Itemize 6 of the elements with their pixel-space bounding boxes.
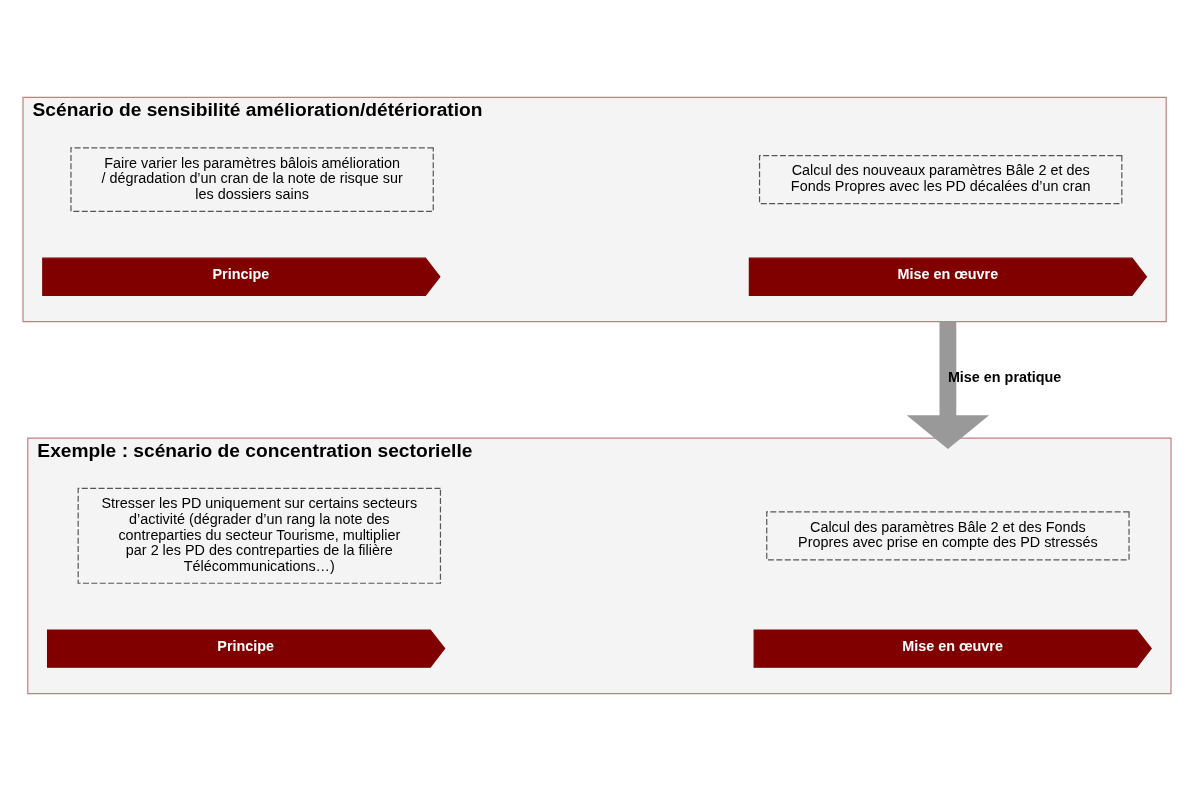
node-box: Calcul des nouveaux paramètres Bâle 2 et des Fonds Propres avec les PD décalées d’un cran bbox=[758, 155, 1123, 205]
node-box: Faire varier les paramètres bâlois amélioration / dégradation d’un cran de la note de risque sur les dossiers sains bbox=[70, 147, 434, 212]
node-box: Calcul des paramètres Bâle 2 et des Fonds Propres avec prise en compte des PD stressés bbox=[766, 511, 1130, 561]
arrow bbox=[906, 321, 990, 449]
node-box: Stresser les PD uniquement sur certains secteurs d’activité (dégrader d’un rang la note des contreparties du secteur Tourisme, multiplier par 2 les PD des contreparties de la filière Télécommunications…) bbox=[77, 487, 442, 584]
edge-label: Mise en pratique bbox=[947, 369, 1062, 386]
